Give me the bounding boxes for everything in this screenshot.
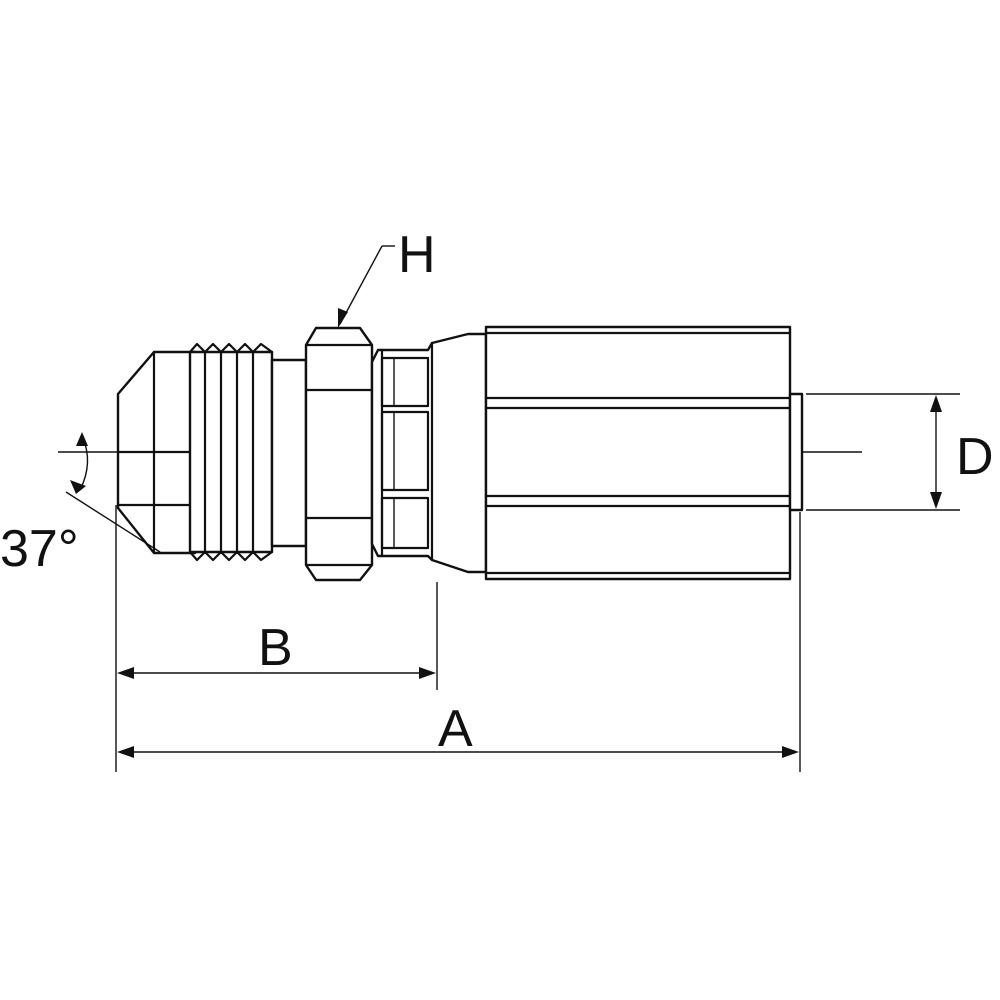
- label-d: D: [956, 428, 994, 486]
- label-b: B: [258, 619, 293, 677]
- angle-37-mark: [65, 432, 161, 553]
- leader-h: [338, 245, 395, 328]
- collar: [370, 332, 488, 574]
- thread-section: [188, 342, 274, 562]
- neck: [270, 358, 308, 548]
- socket: [484, 325, 792, 581]
- dimension-b: [115, 505, 438, 772]
- dimension-d: [806, 393, 960, 511]
- dimension-a: [117, 512, 801, 772]
- hose-stub: [788, 392, 804, 512]
- label-a: A: [438, 700, 473, 758]
- hex-nut: [304, 326, 374, 582]
- label-angle: 37°: [0, 520, 79, 578]
- label-h: H: [398, 226, 436, 284]
